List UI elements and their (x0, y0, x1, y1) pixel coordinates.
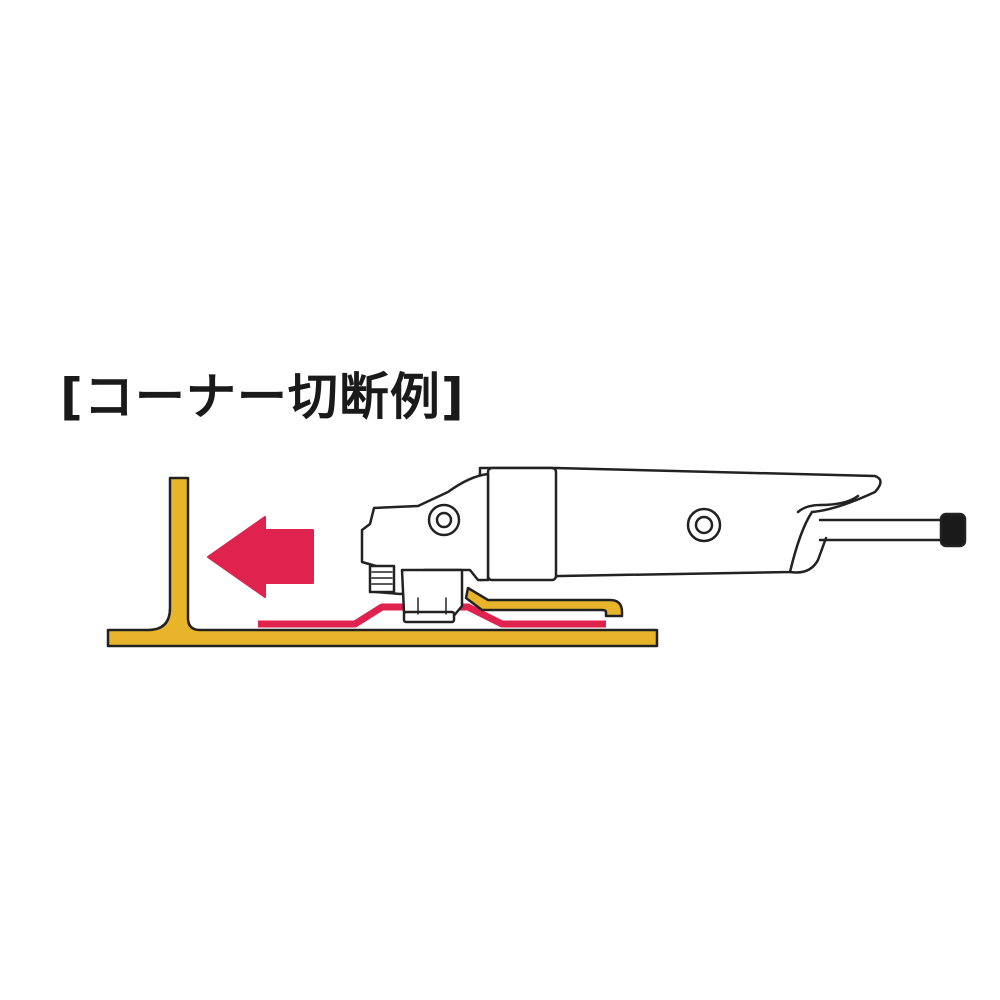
cutting-tool-icon (360, 466, 967, 624)
body-collar (486, 466, 558, 582)
cutter-detail (417, 597, 447, 615)
grip-detail (796, 494, 860, 514)
angle-iron (106, 476, 659, 648)
gear-lines (371, 571, 393, 585)
cord-end (939, 512, 967, 548)
tool-body (478, 466, 882, 582)
guide-plate (464, 586, 624, 618)
angle-iron-shape (106, 476, 659, 648)
body-screw-inner (694, 515, 714, 535)
gear-ring (368, 564, 396, 594)
page-title: [コーナー切断例] (60, 368, 465, 426)
grip-detail-2 (788, 536, 828, 574)
left-arrow-icon (207, 516, 314, 598)
cutter-blade (402, 610, 456, 624)
pivot-screw-inner (435, 511, 453, 529)
power-cord (818, 518, 947, 542)
